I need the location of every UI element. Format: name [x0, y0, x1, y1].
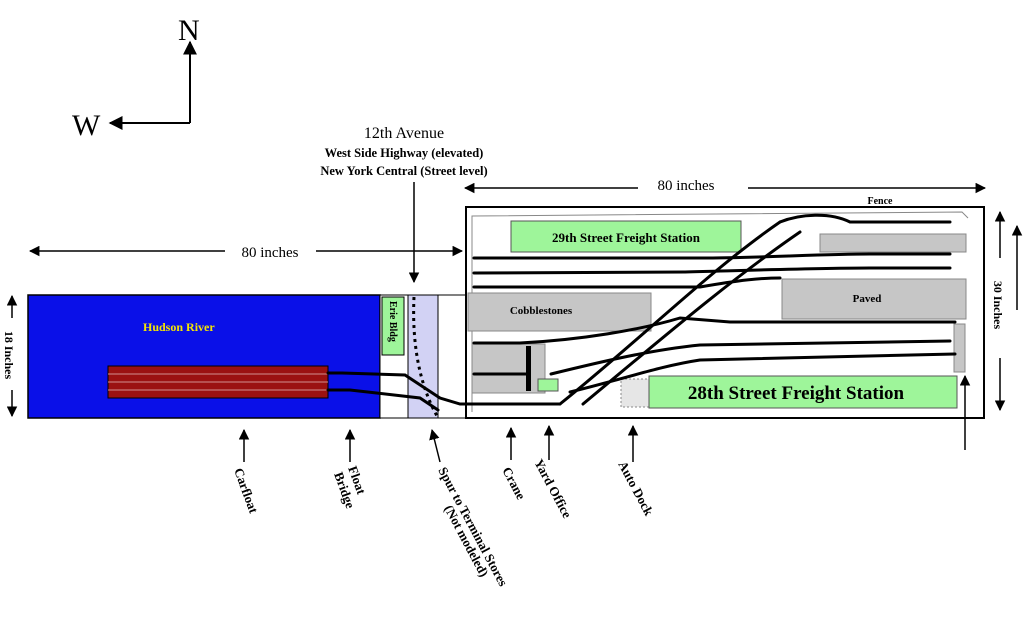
compass: N W: [72, 14, 200, 142]
dimension-right-height: 30 Inches: [991, 210, 1023, 412]
paved-area: [781, 278, 967, 320]
callout-labels: Carfloat Float Bridge Spur to Terminal S…: [231, 456, 657, 588]
avenue-line2: West Side Highway (elevated): [325, 146, 484, 160]
dimension-right-width: 80 inches: [463, 178, 987, 194]
crane-label: Crane: [499, 464, 529, 502]
river-label: Hudson River: [143, 320, 215, 334]
avenue-line3: New York Central (Street level): [320, 164, 487, 178]
river-module: Hudson River Erie Bldg: [27, 294, 467, 419]
fence-label: Fence: [868, 196, 894, 207]
compass-north: N: [178, 14, 200, 47]
carfloat-label: Carfloat: [231, 466, 261, 516]
station-29-label: 29th Street Freight Station: [552, 230, 701, 245]
erie-label: Erie Bldg: [387, 301, 398, 342]
crane-area: [471, 343, 546, 394]
auto-dock: [620, 378, 650, 408]
station-28: [648, 375, 958, 409]
station-29: [510, 220, 742, 253]
dimension-left-width: 80 inches: [28, 245, 464, 261]
gray-pad-top: [819, 233, 967, 253]
erie-building: [381, 296, 405, 356]
crane: [526, 346, 531, 391]
avenue-label: 12th Avenue West Side Highway (elevated)…: [320, 125, 488, 284]
yard-module: Fence 29th Street Freight Station Cobble…: [465, 196, 985, 419]
yard-office: [537, 378, 559, 392]
right-width-label: 80 inches: [657, 178, 714, 194]
station-28-label: 28th Street Freight Station: [688, 383, 905, 404]
cobblestones-label: Cobblestones: [510, 305, 573, 317]
left-width-label: 80 inches: [241, 245, 298, 261]
cobblestones-area: [467, 292, 652, 332]
compass-west: W: [72, 109, 101, 142]
yard-office-label: Yard Office: [531, 456, 575, 520]
auto-dock-label: Auto Dock: [615, 458, 657, 518]
left-height-label: 18 Inches: [2, 331, 16, 380]
tracks: [326, 213, 957, 412]
right-height-label: 30 Inches: [991, 281, 1005, 330]
spur-label-1: Spur to Terminal Stores: [435, 464, 511, 588]
dimension-left-height: 18 Inches: [2, 294, 18, 418]
gray-pad-right: [953, 323, 966, 373]
paved-label: Paved: [853, 293, 882, 305]
avenue-line1: 12th Avenue: [364, 125, 444, 142]
callout-arrows: [238, 374, 971, 463]
